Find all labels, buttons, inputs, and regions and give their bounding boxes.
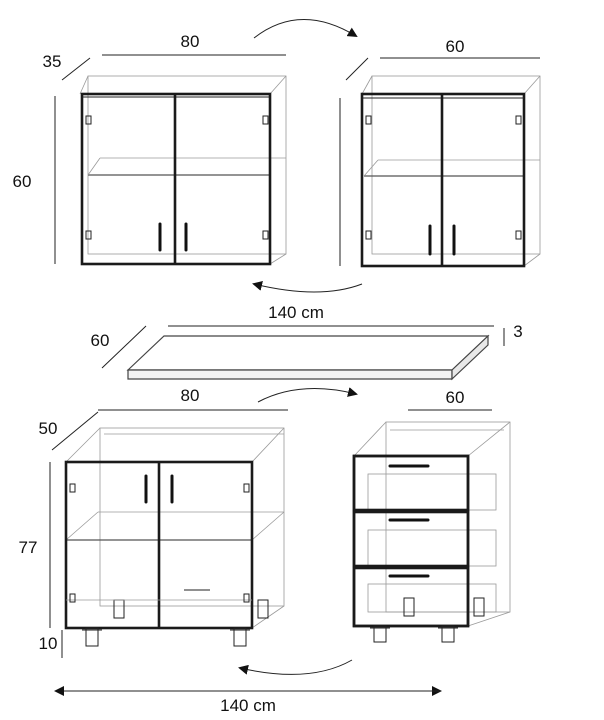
plinth-height-label: 10 <box>39 634 58 653</box>
lower-dimensions-left: 50 77 10 <box>19 411 99 658</box>
upper-dimensions-left: 80 35 60 <box>13 32 286 264</box>
lower-cabinet-80 <box>64 427 285 647</box>
upper-height-label: 60 <box>13 172 32 191</box>
swap-arrow-upper-bottom <box>252 281 363 293</box>
countertop-depth-label: 60 <box>91 331 110 350</box>
upper-cabinet-80 <box>79 75 287 266</box>
upper-right-width-label: 60 <box>446 37 465 56</box>
swap-arrow-lower-bottom <box>238 659 353 675</box>
upper-left-width-label: 80 <box>181 32 200 51</box>
countertop: 60 3 <box>91 322 523 381</box>
upper-dimensions-right: 60 <box>339 37 540 266</box>
swap-arrow-lower-top <box>257 387 358 403</box>
upper-total-label: 140 cm <box>268 303 324 322</box>
lower-height-label: 77 <box>19 538 38 557</box>
upper-cabinet-60 <box>360 75 541 268</box>
upper-depth-label: 35 <box>43 52 62 71</box>
lower-depth-label: 50 <box>39 419 58 438</box>
lower-cabinet-60-drawers <box>352 421 511 643</box>
lower-total-label: 140 cm <box>220 696 276 715</box>
lower-right-width-label: 60 <box>446 388 465 407</box>
countertop-thickness-label: 3 <box>513 322 522 341</box>
lower-left-width-label: 80 <box>181 386 200 405</box>
swap-arrow-top <box>253 19 358 39</box>
